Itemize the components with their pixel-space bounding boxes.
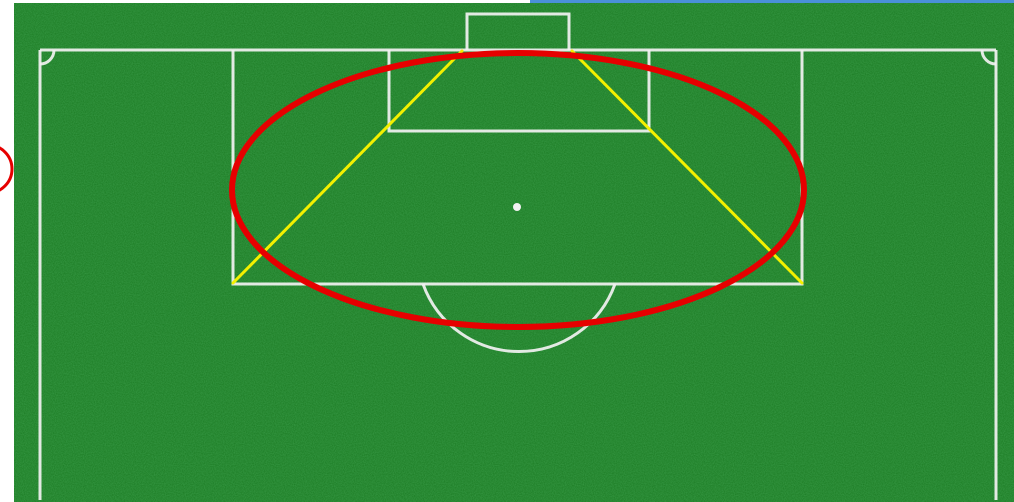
penalty-spot-icon [513,203,521,211]
accent-strip [530,0,1014,3]
pitch-texture [14,3,1014,502]
